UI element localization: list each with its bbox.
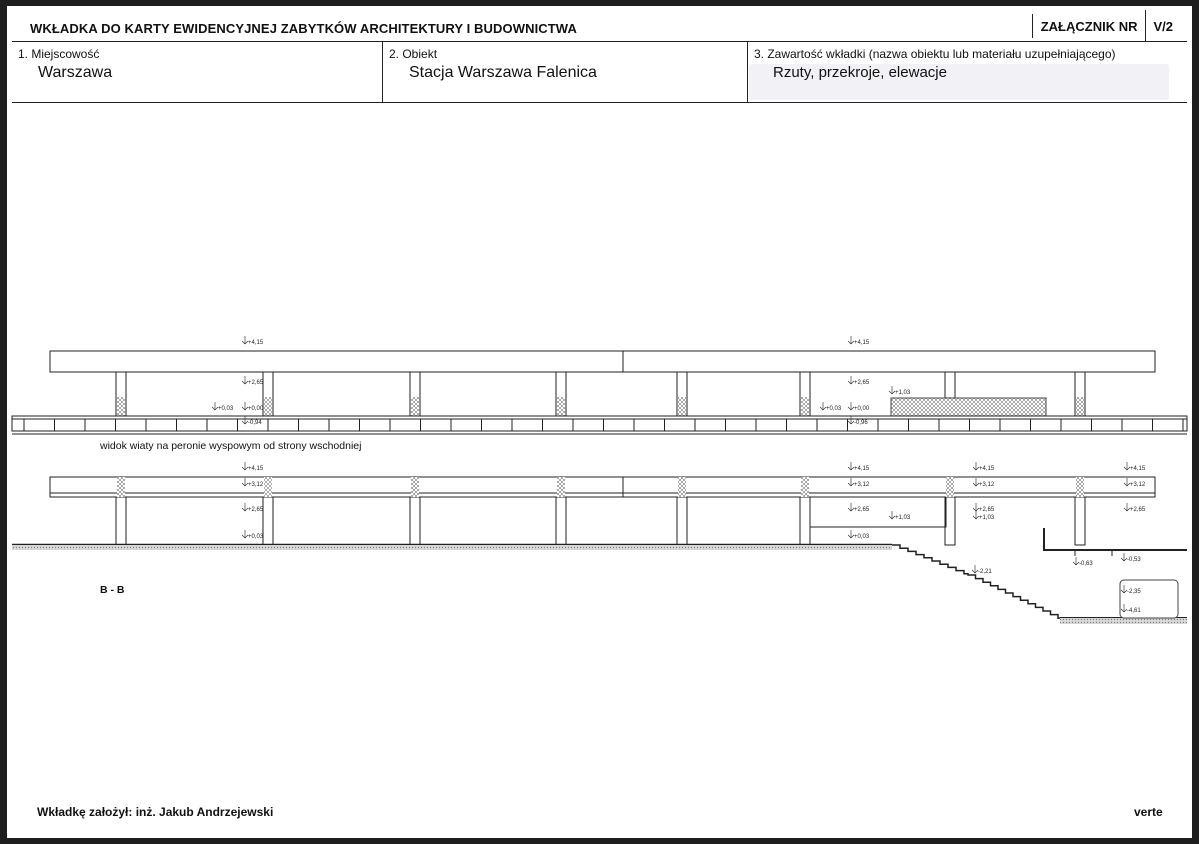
elevation-mark: +0,03 [248, 534, 264, 540]
elevation-mark: +1,03 [895, 390, 911, 396]
elevation-mark: +2,65 [248, 507, 264, 513]
elevation-mark: +1,03 [979, 515, 995, 521]
elevation-mark: +4,15 [979, 466, 995, 472]
elevation-mark: +1,03 [895, 515, 911, 521]
elevation-mark: +3,12 [979, 482, 995, 488]
contents-label: 3. Zawartość wkładki (nazwa obiektu lub … [754, 47, 1116, 61]
locality-value: Warszawa [38, 64, 113, 81]
paste-over-patch [749, 64, 1169, 100]
elevation-mark: +2,65 [854, 380, 870, 386]
section-label: B - B [100, 584, 125, 596]
object-value: Stacja Warszawa Falenica [409, 64, 597, 81]
section-elevation-marks: +4,15 +3,12 +2,65 +0,03 +4,15 +3,12 +2,65 +1,03… [241, 462, 1146, 614]
field-locality: 1. Miejscowość Warszawa [12, 42, 382, 103]
top-elevation-marks: +4,15 +2,65 +0,03 +0,00 -0,94 +4,15 +2,65 +1,03… [211, 336, 911, 426]
elevation-mark: +0,03 [826, 406, 842, 412]
document-title: WKŁADKA DO KARTY EWIDENCYJNEJ ZABYTKÓW A… [30, 21, 577, 36]
annex-label: ZAŁĄCZNIK NR [1031, 14, 1146, 38]
metadata-fields: 1. Miejscowość Warszawa 2. Obiekt Stacja… [12, 42, 1187, 103]
elevation-mark: +2,65 [979, 507, 995, 513]
field-contents: 3. Zawartość wkładki (nazwa obiektu lub … [747, 42, 1187, 103]
elevation-mark: +0,00 [248, 406, 264, 412]
elevation-mark: -0,94 [248, 420, 262, 426]
section-bb [12, 476, 1187, 624]
elevation-mark: +2,65 [854, 507, 870, 513]
annex-box: ZAŁĄCZNIK NR V/2 [1031, 10, 1187, 42]
elevation-mark: +3,12 [854, 482, 870, 488]
elevation-mark: -4,61 [1127, 608, 1141, 614]
elevation-mark: -0,53 [1127, 557, 1141, 563]
section-column [555, 496, 567, 546]
elevation-mark: -2,21 [978, 569, 992, 575]
section-column [1074, 496, 1086, 546]
object-label: 2. Obiekt [389, 47, 438, 61]
locality-label: 1. Miejscowość [18, 47, 100, 61]
field-object: 2. Obiekt Stacja Warszawa Falenica [382, 42, 747, 103]
view-caption: widok wiaty na peronie wyspowym od stron… [99, 440, 361, 452]
elevation-mark: +0,03 [218, 406, 234, 412]
elevation-mark: +0,00 [854, 406, 870, 412]
annex-number: V/2 [1145, 10, 1187, 42]
contents-value: Rzuty, przekroje, elewacje [773, 64, 947, 81]
section-column [115, 496, 127, 546]
elevation-mark: +0,03 [854, 534, 870, 540]
author-line: Wkładkę założył: inż. Jakub Andrzejewski [37, 805, 274, 819]
elevation-mark: +4,15 [248, 340, 264, 346]
elevation-mark: +4,15 [854, 466, 870, 472]
section-column [409, 496, 421, 546]
elevation-mark: +2,65 [248, 380, 264, 386]
elevation-mark: -0,96 [854, 420, 868, 426]
elevation-mark: +2,65 [1130, 507, 1146, 513]
section-column [262, 496, 274, 546]
elevation-mark: +4,15 [854, 340, 870, 346]
section-column [799, 496, 811, 546]
section-column [676, 496, 688, 546]
elevation-mark: +3,12 [248, 482, 264, 488]
stair-profile [892, 544, 1061, 620]
elevation-mark: +4,15 [1130, 466, 1146, 472]
verte-label: verte [1134, 805, 1163, 819]
elevation-mark: -2,35 [1127, 589, 1141, 595]
elevation-mark: +3,12 [1130, 482, 1146, 488]
canopy-view [11, 350, 1188, 435]
elevation-mark: +4,15 [248, 466, 264, 472]
header-bar: WKŁADKA DO KARTY EWIDENCYJNEJ ZABYTKÓW A… [12, 10, 1187, 42]
elevation-mark: -0,63 [1079, 561, 1093, 567]
